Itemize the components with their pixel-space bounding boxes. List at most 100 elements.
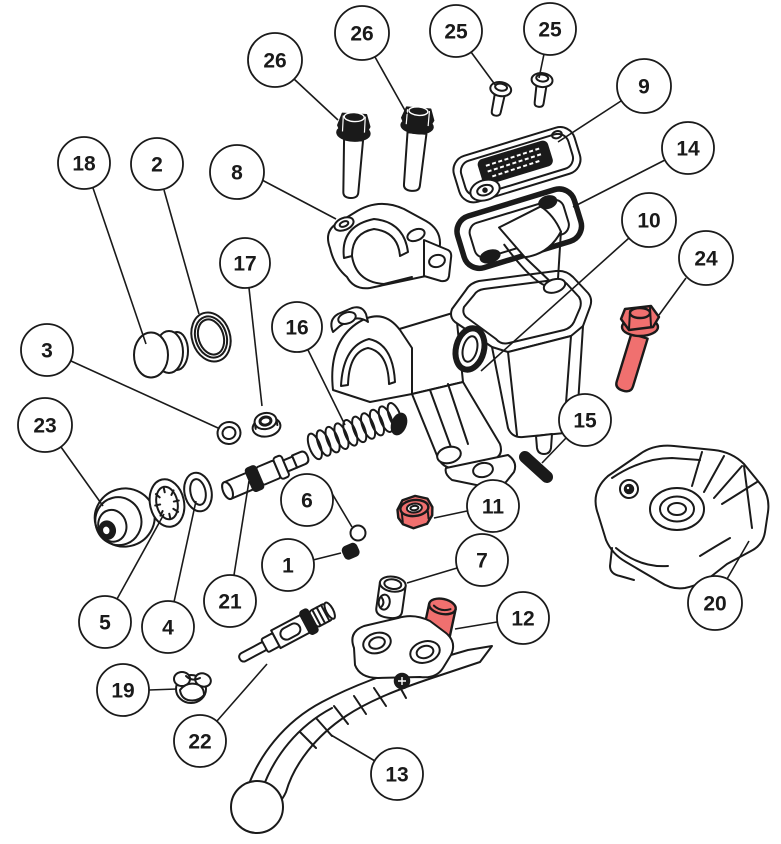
callout-balloon-17[interactable]	[219, 237, 271, 289]
leader-line-16	[307, 349, 346, 426]
leader-line-4	[173, 500, 197, 603]
callout-balloon-7[interactable]	[455, 533, 509, 587]
callout-balloon-26[interactable]	[334, 5, 390, 61]
callout-number-25: 25	[444, 21, 468, 44]
callout-balloon-25[interactable]	[429, 4, 483, 58]
leader-line-3	[70, 360, 219, 429]
callout-22-pushrod[interactable]: 22	[173, 663, 268, 768]
callout-balloon-21[interactable]	[203, 574, 257, 628]
callout-19-trunnion[interactable]: 19	[96, 663, 178, 717]
callout-25-cover-screw-right[interactable]: 25	[523, 2, 577, 79]
callout-balloon-8[interactable]	[209, 144, 265, 200]
callout-5-lock-washer[interactable]: 5	[78, 513, 165, 649]
callout-balloon-24[interactable]	[678, 230, 734, 286]
callout-balloon-9[interactable]	[616, 58, 672, 114]
callout-balloon-11[interactable]	[466, 479, 520, 533]
part-15-roll-pin	[519, 451, 553, 483]
callout-number-14: 14	[676, 138, 700, 161]
callout-14-reservoir-diaphragm[interactable]: 14	[572, 121, 715, 208]
callout-balloon-26[interactable]	[247, 32, 303, 88]
leader-line-13	[330, 734, 376, 762]
leader-line-18	[92, 187, 147, 345]
callout-26-clamp-bolt-right[interactable]: 26	[334, 5, 408, 115]
callout-7-pushrod-seat[interactable]: 7	[406, 533, 509, 587]
callout-number-17: 17	[233, 253, 256, 276]
parts-artwork	[93, 72, 770, 834]
callout-number-26: 26	[263, 50, 286, 73]
callout-6-check-ball[interactable]: 6	[280, 473, 353, 528]
callout-number-22: 22	[188, 731, 211, 754]
callout-balloon-12[interactable]	[496, 591, 550, 645]
leader-line-25	[538, 53, 545, 79]
callout-balloon-5[interactable]	[78, 595, 132, 649]
callout-25-cover-screw-left[interactable]: 25	[429, 4, 497, 87]
callout-8-handlebar-clamp[interactable]: 8	[209, 144, 337, 220]
part-24-mount-bolt[interactable]	[615, 304, 661, 393]
callout-24-mount-bolt[interactable]: 24	[658, 230, 734, 316]
leader-line-9	[557, 100, 622, 143]
part-20-clamp-cover	[594, 444, 770, 590]
leader-line-17	[248, 287, 263, 407]
callout-2-seal-ring[interactable]: 2	[130, 137, 200, 315]
leader-line-2	[163, 189, 200, 315]
callout-23-rubber-boot[interactable]: 23	[17, 397, 104, 507]
callout-balloon-2[interactable]	[130, 137, 184, 191]
callout-number-21: 21	[218, 591, 242, 614]
callout-balloon-14[interactable]	[661, 121, 715, 175]
leader-line-22	[216, 663, 268, 722]
callout-number-4: 4	[162, 617, 174, 640]
part-3-small-o-ring	[216, 420, 242, 446]
leader-line-24	[658, 277, 687, 316]
callout-1-set-piece[interactable]: 1	[261, 538, 342, 592]
callout-balloon-25[interactable]	[523, 2, 577, 56]
callout-balloon-10[interactable]	[621, 192, 677, 248]
leader-line-5	[116, 513, 165, 600]
part-8-handlebar-clamp	[327, 202, 453, 290]
callout-balloon-19[interactable]	[96, 663, 150, 717]
callout-number-7: 7	[476, 550, 488, 573]
callout-10-master-cylinder-body[interactable]: 10	[480, 192, 677, 372]
callout-3-small-o-ring[interactable]: 3	[20, 323, 219, 429]
callout-21-piston[interactable]: 21	[203, 480, 257, 628]
callout-balloon-15[interactable]	[558, 393, 612, 447]
part-14-reservoir-diaphragm	[454, 186, 585, 294]
callout-balloon-23[interactable]	[17, 397, 73, 453]
callout-balloon-6[interactable]	[280, 473, 334, 527]
callout-balloon-3[interactable]	[20, 323, 74, 377]
callout-balloon-4[interactable]	[141, 600, 195, 654]
callout-17-adjuster-nut[interactable]: 17	[219, 237, 271, 407]
part-11-flange-nut[interactable]	[396, 494, 434, 530]
callout-number-6: 6	[301, 490, 313, 513]
callout-number-5: 5	[99, 612, 111, 635]
part-13-brake-lever	[230, 615, 493, 834]
part-5-lock-washer	[148, 478, 186, 528]
callout-balloon-1[interactable]	[261, 538, 315, 592]
callout-11-flange-nut[interactable]: 11	[433, 479, 520, 533]
callout-4-washer[interactable]: 4	[141, 500, 197, 654]
callout-number-16: 16	[285, 317, 308, 340]
molded-text-marks	[485, 147, 543, 178]
part-2-seal-ring	[190, 311, 232, 363]
callout-number-26: 26	[350, 23, 373, 46]
callout-16-return-spring[interactable]: 16	[271, 301, 346, 426]
callout-18-end-cap[interactable]: 18	[57, 136, 147, 345]
part-21-piston	[221, 450, 310, 501]
callout-balloon-18[interactable]	[57, 136, 111, 190]
callout-20-clamp-cover[interactable]: 20	[687, 540, 750, 631]
part-16-return-spring	[306, 402, 403, 461]
leader-line-23	[60, 446, 104, 507]
callout-balloon-20[interactable]	[687, 575, 743, 631]
callout-number-9: 9	[638, 76, 650, 99]
callout-number-25: 25	[538, 19, 562, 42]
callout-26-clamp-bolt-left[interactable]: 26	[247, 32, 339, 121]
leader-line-26	[374, 56, 408, 115]
callout-balloon-13[interactable]	[370, 747, 424, 801]
callout-13-brake-lever[interactable]: 13	[330, 734, 424, 801]
callout-balloon-22[interactable]	[173, 714, 227, 768]
callout-15-roll-pin[interactable]: 15	[541, 393, 612, 464]
callout-12-pivot-bushing[interactable]: 12	[454, 591, 550, 645]
callout-balloon-16[interactable]	[271, 301, 323, 353]
callout-9-reservoir-cover[interactable]: 9	[557, 58, 672, 143]
